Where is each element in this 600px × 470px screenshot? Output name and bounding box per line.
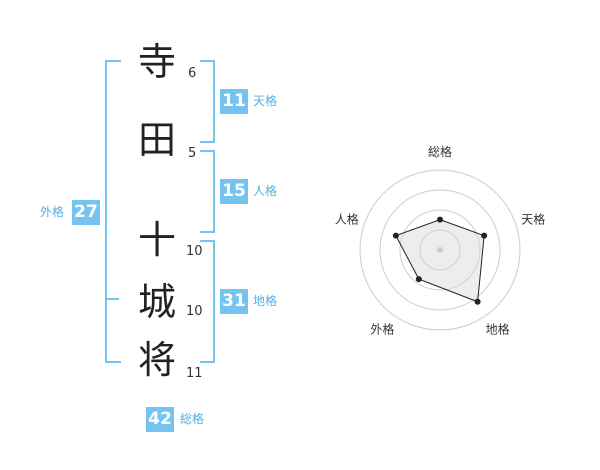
tenkaku-bracket — [200, 60, 215, 143]
stroke-count-1: 6 — [188, 66, 197, 81]
radar-point-4 — [415, 276, 422, 283]
radar-ring-4 — [359, 169, 521, 331]
radar-axis-label-3: 地格 — [486, 321, 510, 336]
radar-point-2 — [481, 232, 488, 239]
name-char-3: 十 — [138, 218, 177, 262]
gaikaku-bracket-divider — [105, 298, 119, 300]
name-char-5: 将 — [138, 338, 177, 382]
radar-axis-label-2: 天格 — [521, 212, 545, 227]
name-char-1: 寺 — [138, 40, 177, 84]
chikaku-label: 地格 — [253, 294, 278, 308]
gaikaku-value: 27 — [72, 200, 100, 225]
gaikaku-label: 外格 — [40, 205, 65, 219]
radar-point-3 — [474, 298, 481, 305]
jinkaku-bracket — [200, 150, 215, 233]
radar-center — [437, 247, 443, 253]
radar-ring-3 — [379, 189, 501, 311]
radar-axis-label-1: 総格 — [428, 144, 452, 159]
jinkaku-value: 15 — [220, 179, 248, 204]
name-char-4: 城 — [138, 280, 177, 324]
jinkaku-label: 人格 — [253, 184, 278, 198]
chikaku-value: 31 — [220, 289, 248, 314]
tenkaku-value: 11 — [220, 89, 248, 114]
radar-area — [395, 219, 485, 303]
soukaku-value: 42 — [146, 407, 174, 432]
radar-ring-2 — [399, 209, 481, 291]
stroke-count-2: 5 — [188, 146, 197, 161]
tenkaku-label: 天格 — [253, 94, 278, 108]
radar-axis-label-5: 人格 — [335, 212, 359, 227]
chikaku-bracket — [200, 240, 215, 363]
radar-ring-1 — [419, 229, 461, 271]
radar-axis-label-4: 外格 — [370, 321, 394, 336]
gaikaku-bracket — [105, 60, 121, 363]
radar-point-1 — [437, 216, 443, 223]
stroke-count-3: 10 — [186, 244, 203, 259]
radar-point-5 — [392, 232, 399, 239]
soukaku-label: 総格 — [180, 412, 205, 426]
name-char-2: 田 — [138, 118, 177, 162]
stroke-count-4: 10 — [186, 304, 203, 319]
stroke-count-5: 11 — [186, 366, 203, 381]
